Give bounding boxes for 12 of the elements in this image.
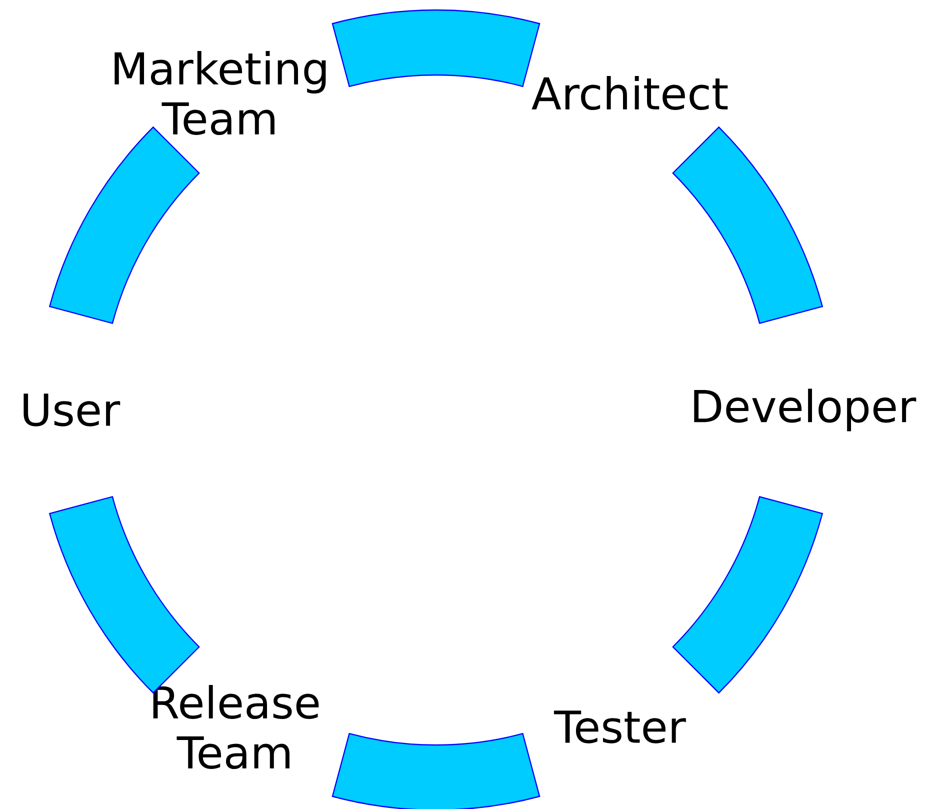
role-label: Tester <box>554 710 686 744</box>
role-label: Architect <box>532 76 728 110</box>
role-label: Developer <box>694 388 916 432</box>
role-label: User <box>24 394 120 426</box>
arc-band <box>672 126 823 324</box>
arc-band <box>672 496 823 694</box>
arc-band <box>49 126 200 324</box>
arc-band <box>332 9 540 87</box>
arc-band <box>332 732 540 809</box>
role-label: Release Team <box>153 684 319 770</box>
role-label: Marketing Team <box>114 50 326 136</box>
arc-band <box>49 496 200 694</box>
